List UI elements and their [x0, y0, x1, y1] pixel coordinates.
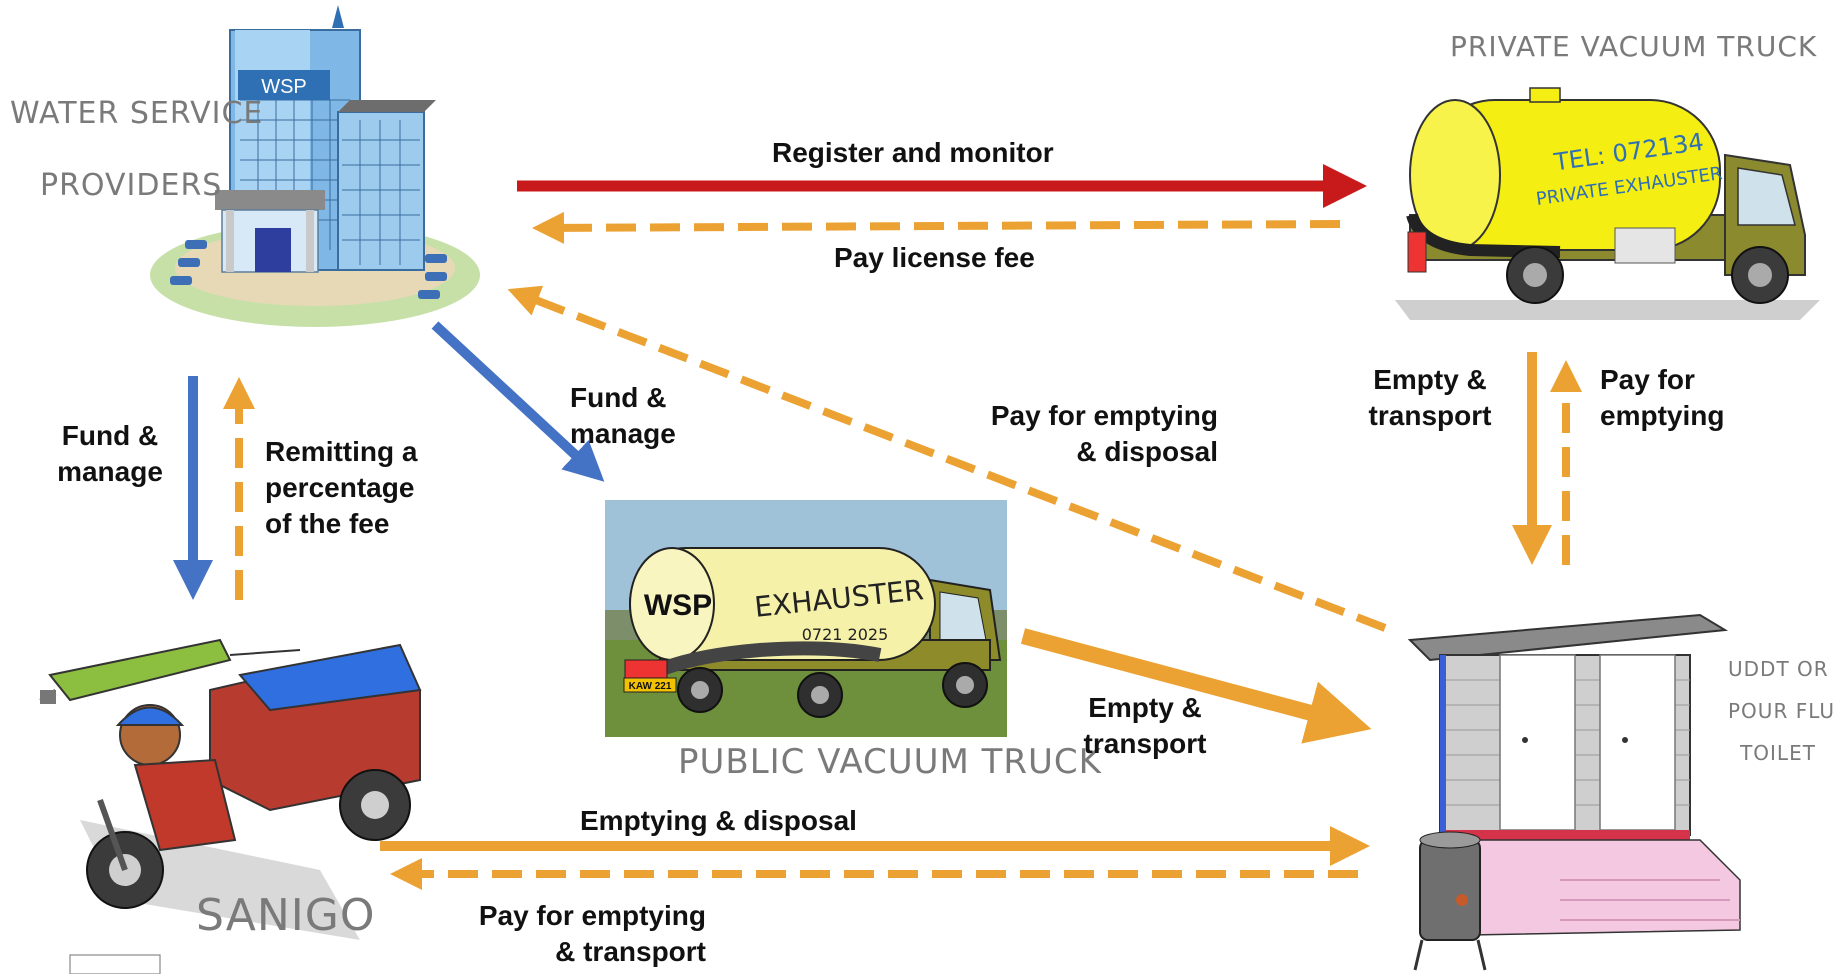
toilet-label-line3: toilet	[1740, 741, 1816, 765]
footer-logo-box	[69, 954, 161, 974]
label-remitting-fee-line1: Remitting a	[265, 436, 418, 467]
label-empty-transport-public-line1: Empty &	[1088, 692, 1202, 723]
label-pay-for-emptying-line2: emptying	[1600, 400, 1725, 431]
sanigo-label: SANIGO	[196, 890, 376, 941]
label-pay-emptying-disposal-line1: Pay for emptying	[990, 400, 1218, 431]
label-pay-for-emptying: Pay for emptying	[1600, 362, 1724, 434]
private-truck-label: Private vacuum truck	[1450, 30, 1818, 63]
toilet-label-line2: Pour Flush	[1728, 699, 1835, 723]
public-truck-logo-text: WSP	[644, 589, 712, 622]
public-truck-illustration: WSP EXHAUSTER 0721 2025 KAW 221	[605, 500, 1007, 737]
label-register-monitor: Register and monitor	[772, 137, 1054, 168]
label-empty-transport-private: Empty & transport	[1355, 362, 1505, 434]
wsp-sign-text: WSP	[261, 76, 307, 98]
wsp-label: Water Service Providers	[10, 78, 263, 222]
private-truck-illustration: TEL: 072134 PRIVATE EXHAUSTER	[1395, 87, 1820, 320]
toilet-label-line1: UDDT or	[1728, 657, 1829, 681]
toilet-illustration	[1407, 613, 1741, 971]
sanigo-vehicle-illustration	[39, 638, 422, 940]
label-pay-emptying-disposal: Pay for emptying & disposal	[930, 398, 1218, 470]
label-fund-manage-sanigo-line1: Fund &	[61, 420, 159, 451]
arrow-empty-transport-public	[1020, 628, 1372, 744]
label-empty-transport-public-line2: transport	[1083, 728, 1207, 759]
label-pay-emptying-transport-line1: Pay for emptying	[478, 900, 706, 931]
label-empty-transport-private-line2: transport	[1368, 400, 1492, 431]
wsp-label-line2: Providers	[40, 168, 223, 203]
label-fund-manage-sanigo-line2: manage	[57, 456, 163, 487]
label-fund-manage-sanigo: Fund & manage	[40, 418, 180, 490]
label-remitting-fee: Remitting a percentage of the fee	[265, 434, 417, 542]
label-pay-emptying-transport: Pay for emptying & transport	[440, 898, 706, 970]
public-truck-label: Public vacuum truck	[678, 742, 1102, 782]
wsp-label-line1: Water Service	[10, 96, 264, 131]
public-truck-plate-text: KAW 221	[629, 681, 672, 692]
label-empty-transport-public: Empty & transport	[1065, 690, 1225, 762]
label-pay-license-fee: Pay license fee	[834, 242, 1035, 273]
label-emptying-disposal: Emptying & disposal	[580, 805, 857, 836]
label-fund-manage-public: Fund & manage	[570, 380, 676, 452]
label-pay-emptying-disposal-line2: & disposal	[1076, 436, 1218, 467]
arrow-pay-emptying-disposal	[507, 285, 1387, 632]
arrows	[173, 164, 1582, 890]
label-fund-manage-public-line2: manage	[570, 418, 676, 449]
label-empty-transport-private-line1: Empty &	[1373, 364, 1487, 395]
label-remitting-fee-line3: of the fee	[265, 508, 390, 539]
label-remitting-fee-line2: percentage	[265, 472, 415, 503]
label-pay-for-emptying-line1: Pay for	[1600, 364, 1695, 395]
label-pay-emptying-transport-line2: & transport	[555, 936, 706, 967]
public-truck-phone-text: 0721 2025	[802, 625, 889, 644]
arrow-fund-manage-public	[431, 321, 605, 482]
label-fund-manage-public-line1: Fund &	[570, 382, 667, 413]
arrow-pay-license-fee	[532, 211, 1341, 244]
wsp-building-illustration: WSP	[150, 5, 480, 327]
toilet-label: UDDT or Pour Flush toilet	[1728, 648, 1835, 774]
